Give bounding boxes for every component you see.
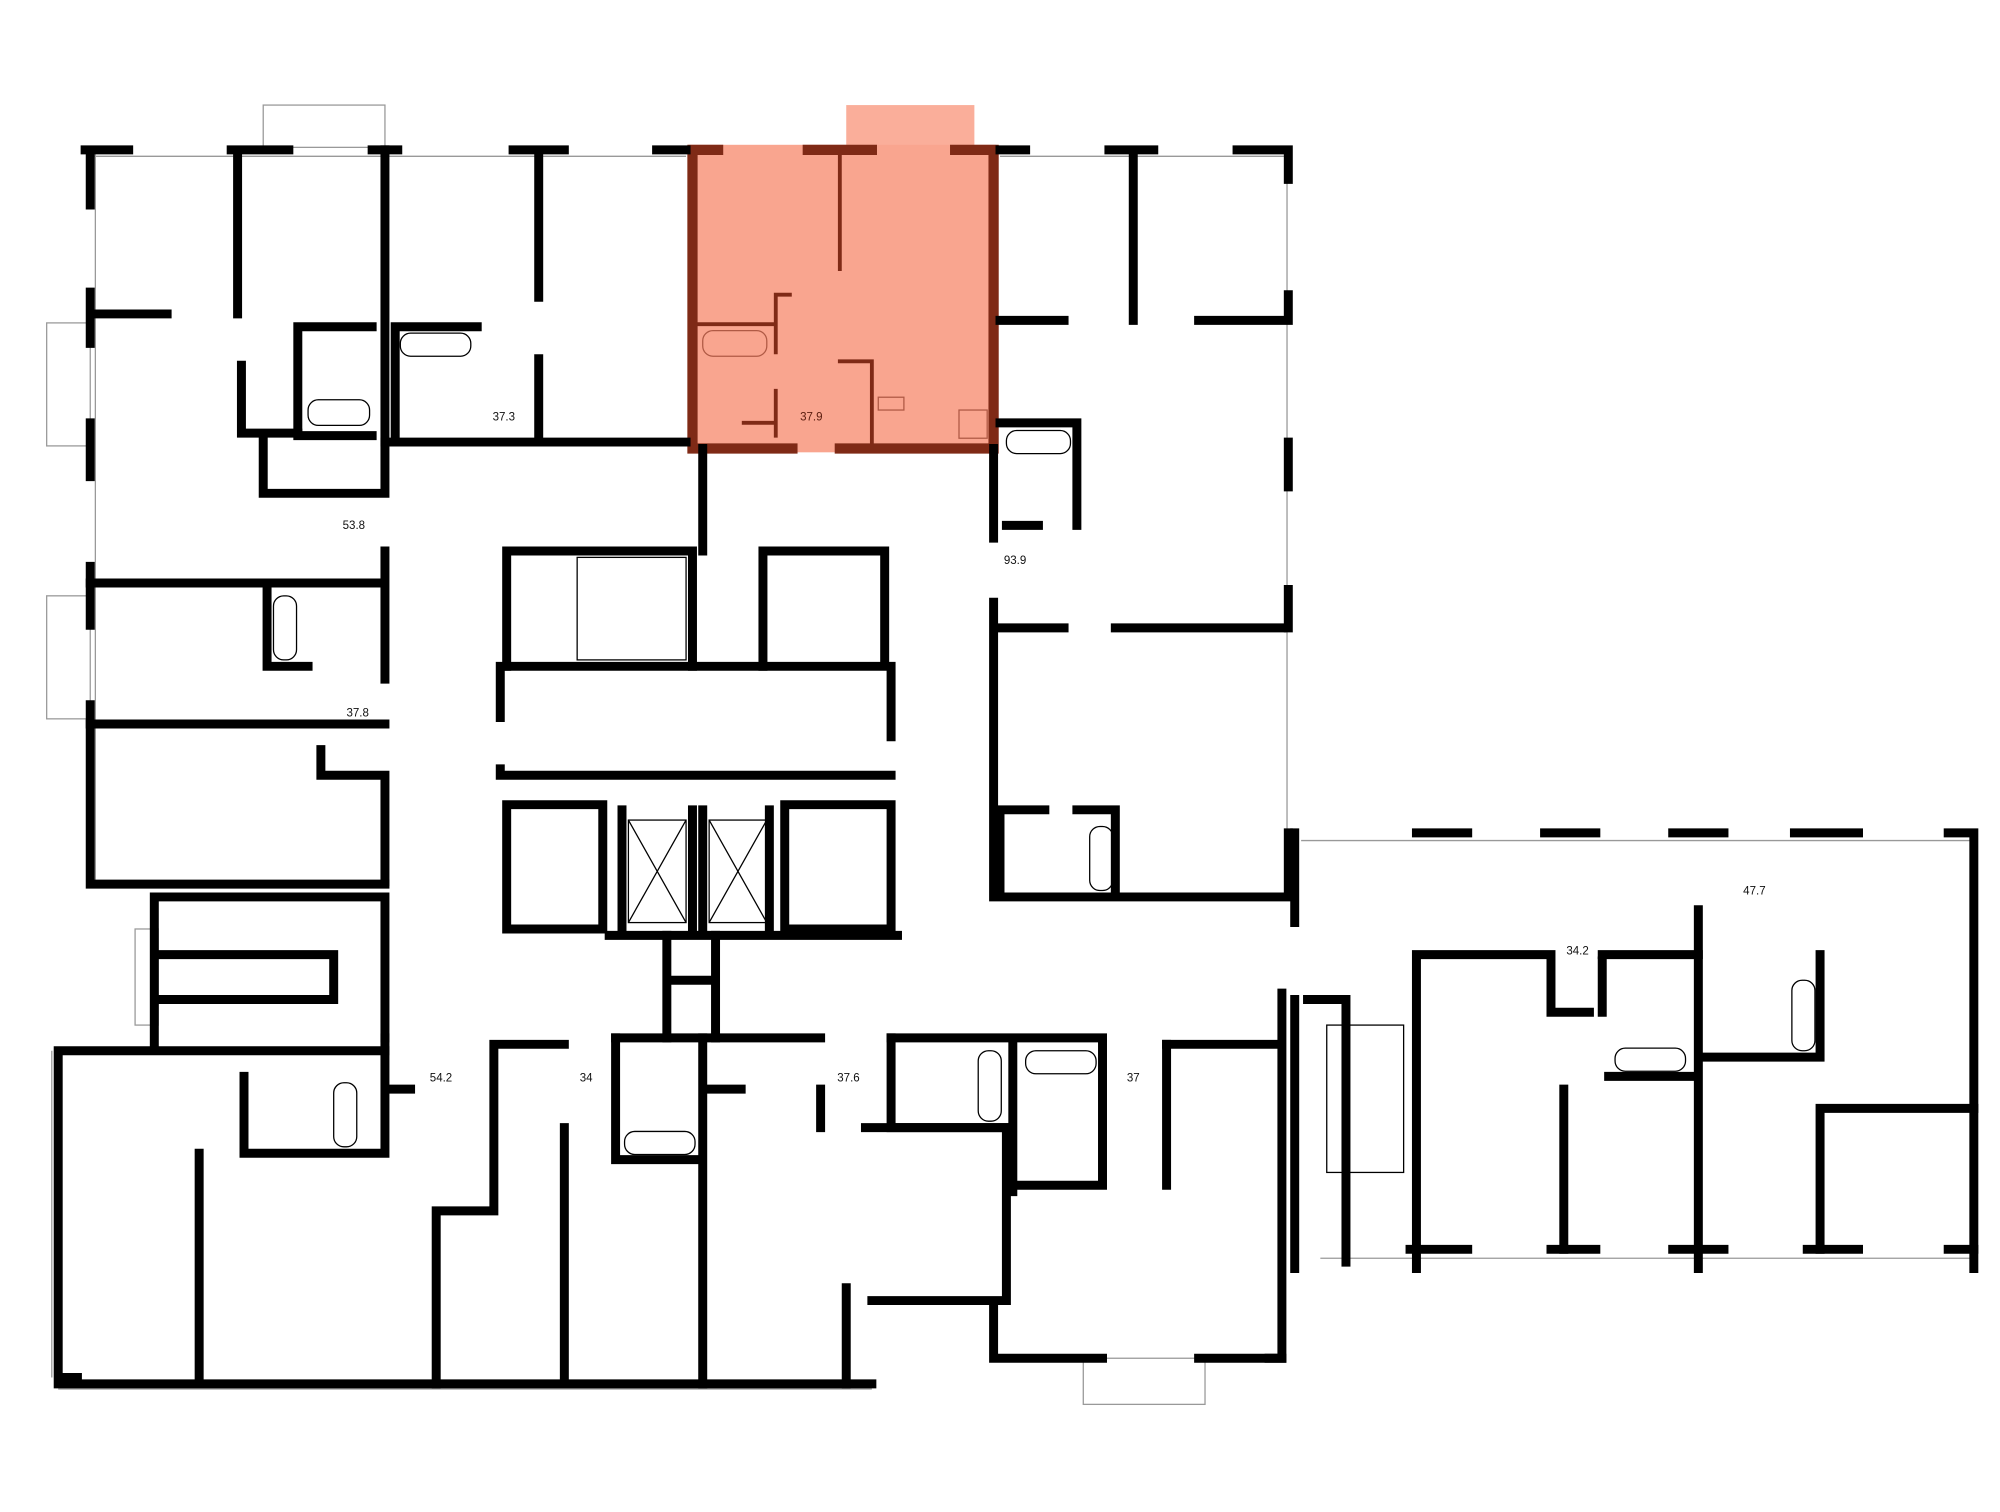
apartment-area-label: 47.7 bbox=[1743, 885, 1765, 897]
apartment-area-label: 37.9 bbox=[800, 411, 822, 423]
apartment-area-label: 37.8 bbox=[347, 707, 369, 719]
apartment-area-label: 54.2 bbox=[430, 1072, 452, 1084]
selected-apartment[interactable]: 37.9 bbox=[687, 105, 999, 454]
apartment-area-label: 93.9 bbox=[1004, 555, 1026, 567]
apartment-area-label: 53.8 bbox=[343, 520, 365, 532]
walls bbox=[53, 145, 1979, 1389]
apartment-area-label: 37 bbox=[1127, 1072, 1140, 1084]
apartment-area-label: 37.6 bbox=[837, 1072, 859, 1084]
apartment-labels: 53.8 37.3 93.9 37.8 54.2 34 37.6 37 34.2… bbox=[343, 411, 1766, 1084]
apartment-area-label: 34 bbox=[580, 1072, 593, 1084]
apartment-area-label: 34.2 bbox=[1566, 946, 1588, 958]
apartment-area-label: 37.3 bbox=[493, 411, 515, 423]
fixtures bbox=[272, 332, 1816, 1174]
